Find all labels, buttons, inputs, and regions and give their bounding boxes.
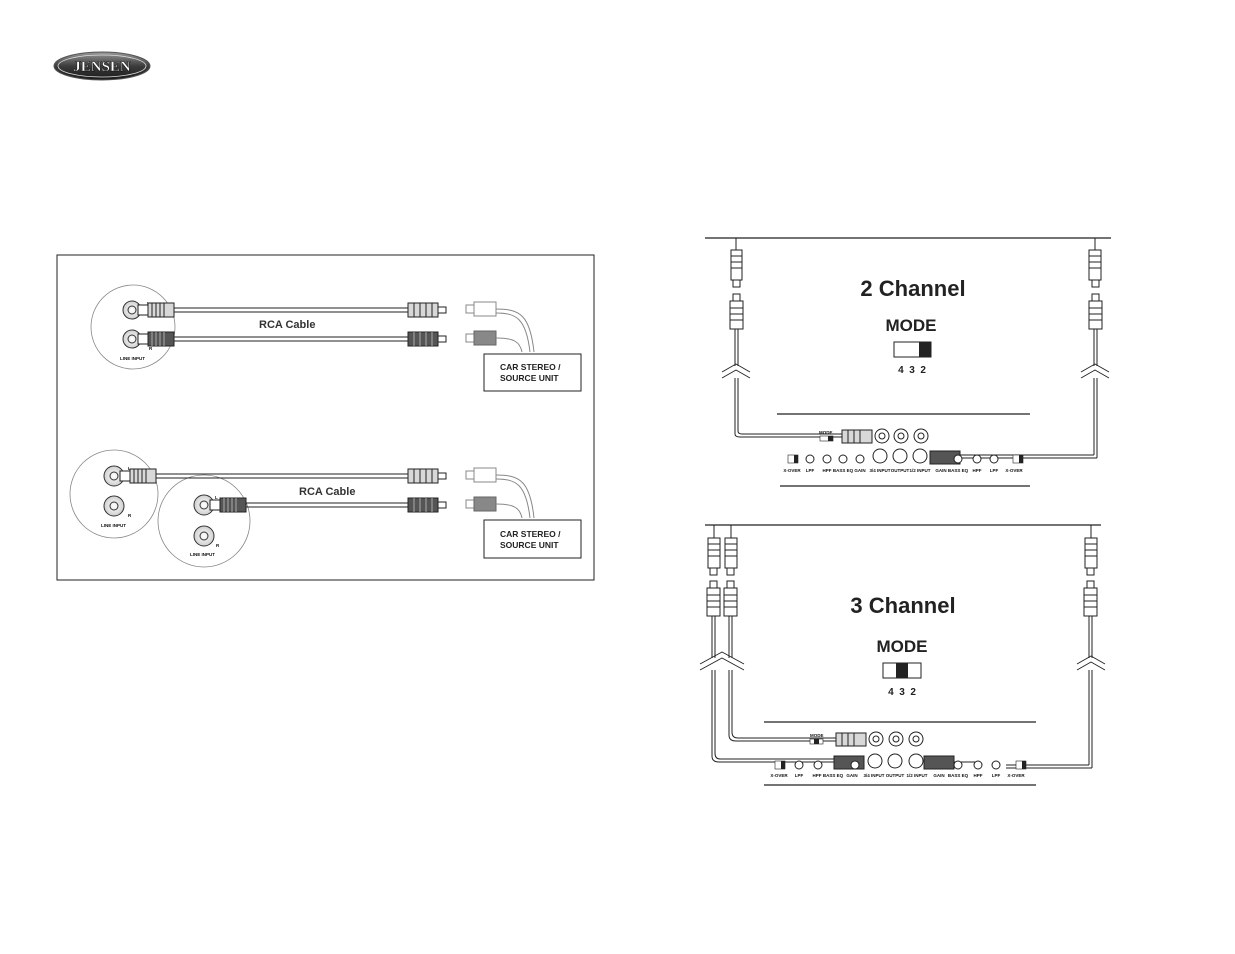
amp-input-panel	[69, 449, 159, 539]
source-label-line2: SOURCE UNIT	[500, 540, 559, 550]
panel-label: OUTPUT	[891, 468, 910, 473]
panel-label: BASS EQ	[823, 773, 844, 778]
panel-label: LPF	[795, 773, 804, 778]
mode-switch	[893, 341, 932, 358]
top-wiring-diagram: L R LINE INPUT RCA Cable	[90, 284, 582, 392]
panel-label: HPF	[813, 773, 822, 778]
rca-plug	[407, 497, 447, 513]
rca-plug	[137, 331, 175, 347]
amp-top-jacks	[835, 731, 924, 747]
three-channel-diagram: 3 Channel MODE 4 3 2 MODE	[699, 524, 1106, 786]
source-unit-box	[483, 519, 582, 559]
mode-label: MODE	[877, 637, 928, 656]
panel-label: X-OVER	[1007, 773, 1025, 778]
panel-label: GAIN	[935, 468, 946, 473]
rca-socket	[465, 330, 497, 346]
mode-positions: 4 3 2	[888, 687, 916, 698]
amp-input-panel	[90, 284, 176, 370]
rca-cable-label: RCA Cable	[299, 486, 355, 498]
two-channel-title: 2 Channel	[860, 276, 965, 301]
panel-label: 3/4 INPUT	[869, 468, 890, 473]
panel-mode-label: MODE	[810, 733, 824, 738]
panel-label: BASS EQ	[948, 773, 969, 778]
amp-bottom-controls	[774, 753, 1027, 770]
panel-label: X-OVER	[783, 468, 801, 473]
three-channel-title: 3 Channel	[850, 593, 955, 618]
two-channel-diagram: 2 Channel MODE 4 3 2 MODE	[705, 237, 1111, 487]
rca-plug	[137, 302, 175, 318]
source-label-line2: SOURCE UNIT	[500, 373, 559, 383]
source-label-line1: CAR STEREO /	[500, 529, 561, 539]
panel-label: 1/2 INPUT	[909, 468, 930, 473]
mode-label: MODE	[886, 316, 937, 335]
panel-label: LPF	[990, 468, 999, 473]
wiring-diagram-frame	[56, 254, 595, 581]
bottom-wiring-diagram: L R LINE INPUT L R LINE INPUT RCA Cable	[69, 449, 582, 568]
right-marker-b: R	[216, 543, 220, 548]
mode-switch	[882, 662, 922, 679]
panel-label: OUTPUT	[886, 773, 905, 778]
panel-label: HPF	[974, 773, 983, 778]
rca-socket	[465, 301, 497, 317]
right-marker-a: R	[128, 513, 132, 518]
jensen-logo: JENSEN	[53, 51, 151, 81]
right-marker: R	[149, 346, 153, 351]
amp-top-jacks	[841, 428, 929, 444]
panel-label: X-OVER	[1005, 468, 1023, 473]
rca-plug	[119, 468, 157, 484]
source-unit-box	[483, 353, 582, 392]
panel-label: HPF	[973, 468, 982, 473]
mode-positions: 4 3 2	[898, 365, 926, 376]
panel-label: GAIN	[933, 773, 944, 778]
left-marker-b: L	[215, 495, 218, 500]
panel-label: LPF	[806, 468, 815, 473]
panel-label: GAIN	[854, 468, 865, 473]
panel-label: BASS EQ	[948, 468, 969, 473]
line-input-label: LINE INPUT	[120, 356, 145, 361]
rca-socket	[465, 496, 497, 512]
rca-plug	[407, 331, 447, 347]
rca-plug	[209, 497, 247, 513]
rca-plug	[407, 302, 447, 318]
rca-plug	[407, 468, 447, 484]
rca-cable-label: RCA Cable	[259, 319, 315, 331]
panel-label: 1/2 INPUT	[906, 773, 927, 778]
source-label-line1: CAR STEREO /	[500, 362, 561, 372]
logo-text: JENSEN	[73, 59, 131, 75]
line-input-label-b: LINE INPUT	[190, 552, 215, 557]
panel-label: GAIN	[846, 773, 857, 778]
panel-label: HPF	[823, 468, 832, 473]
panel-label: LPF	[992, 773, 1001, 778]
amp-bottom-controls	[787, 448, 1024, 465]
panel-mode-label: MODE	[819, 430, 833, 435]
panel-label: BASS EQ	[833, 468, 854, 473]
rca-socket	[465, 467, 497, 483]
line-input-label-a: LINE INPUT	[101, 523, 126, 528]
panel-label: X-OVER	[770, 773, 788, 778]
panel-label: 3/4 INPUT	[863, 773, 884, 778]
